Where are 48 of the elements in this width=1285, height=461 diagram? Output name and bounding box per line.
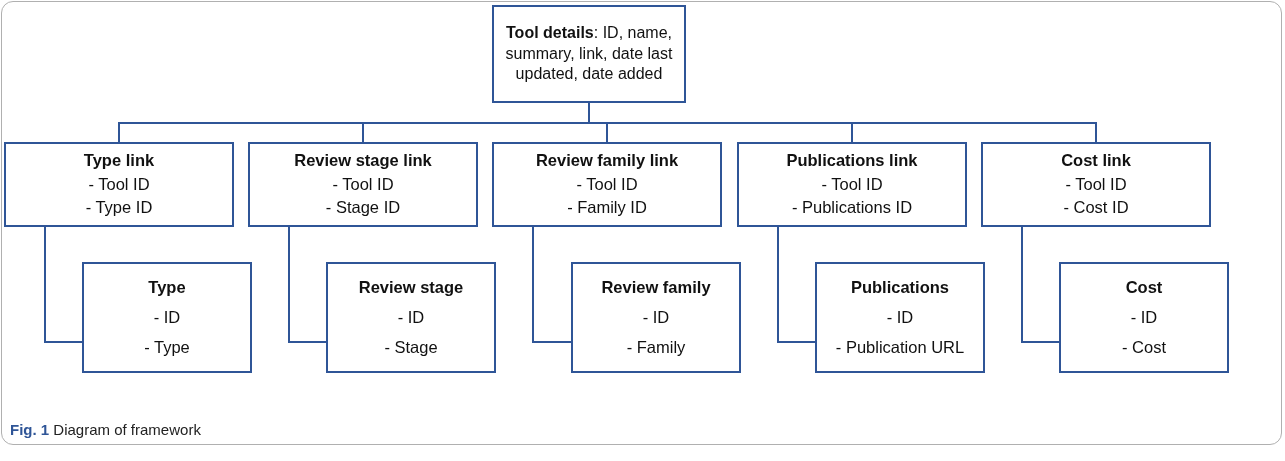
table-box — [571, 262, 741, 373]
table-box — [815, 262, 985, 373]
table-box — [248, 142, 478, 227]
table-title: Publications — [850, 276, 950, 298]
field-name: - Publication URL — [835, 336, 965, 358]
figure-caption: Fig. 1 Diagram of framework — [10, 421, 201, 438]
table-title: Type — [148, 276, 186, 298]
field-name: - Stage — [384, 336, 438, 358]
table-box — [1059, 262, 1229, 373]
table-title: Review family — [601, 276, 711, 298]
field-name: - Tool ID — [332, 173, 394, 195]
table-title: Type link — [83, 150, 155, 172]
field-name: - Tool ID — [576, 173, 638, 195]
table-title: Cost link — [1061, 150, 1131, 172]
field-name: - Type — [144, 336, 190, 358]
field-name: - Tool ID — [821, 173, 883, 195]
table-box — [492, 5, 686, 103]
field-name: - Publications ID — [791, 197, 913, 219]
field-name: - ID — [642, 306, 670, 328]
table-title: Review stage — [358, 276, 464, 298]
connector-line — [1021, 226, 1060, 343]
field-name: - Family ID — [567, 197, 647, 219]
field-name: - Tool ID — [88, 173, 150, 195]
table-title: Review family link — [535, 150, 679, 172]
field-name: - ID — [153, 306, 181, 328]
field-name: - ID — [397, 306, 425, 328]
connector-line — [777, 226, 816, 343]
table-box — [737, 142, 967, 227]
field-name: - Type ID — [85, 197, 153, 219]
field-name: - Stage ID — [325, 197, 401, 219]
table-description: Tool details: ID, name, summary, link, date last updated, date added — [504, 22, 674, 85]
table-title: Cost — [1125, 276, 1163, 298]
field-name: - Family — [626, 336, 686, 358]
table-box — [492, 142, 722, 227]
connector-line — [44, 226, 83, 343]
field-name: - Cost — [1122, 336, 1166, 358]
table-box — [326, 262, 496, 373]
table-box — [4, 142, 234, 227]
field-name: - Cost ID — [1063, 197, 1129, 219]
table-box — [981, 142, 1211, 227]
table-box — [82, 262, 252, 373]
field-name: - ID — [886, 306, 914, 328]
table-title: Review stage link — [294, 150, 432, 172]
field-name: - ID — [1130, 306, 1158, 328]
field-name: - Tool ID — [1065, 173, 1127, 195]
connector-line — [288, 226, 327, 343]
table-title: Publications link — [786, 150, 918, 172]
connector-line — [532, 226, 572, 343]
